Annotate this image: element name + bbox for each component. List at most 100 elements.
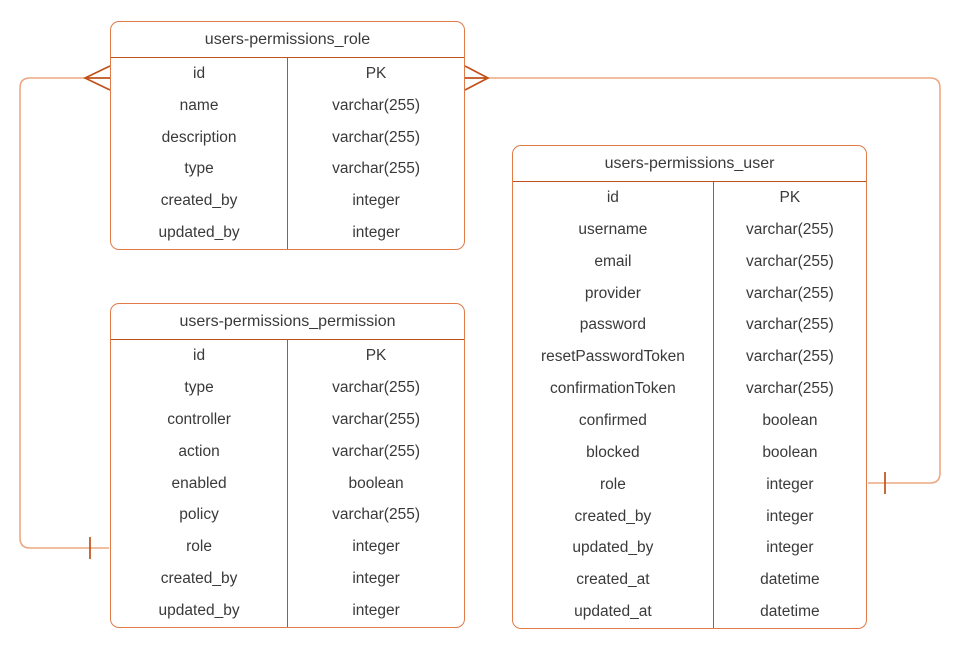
table-row[interactable]: id PK [111,340,464,372]
crow-foot-many-icon[interactable] [83,65,111,91]
table-row[interactable]: action varchar(255) [111,435,464,468]
field-type: varchar(255) [287,153,464,186]
field-name: username [578,220,648,238]
field-type: datetime [712,564,866,597]
field-name: role [599,475,626,493]
table-body: id PK name varchar(255) description varc… [111,58,464,249]
field-name: password [579,316,647,334]
table-row[interactable]: controller varchar(255) [111,403,464,436]
field-name: id [193,64,206,82]
field-name: name [179,96,219,114]
field-type: PK [712,182,866,214]
field-name: policy [179,506,219,524]
field-type: boolean [712,436,866,469]
field-name: enabled [171,474,227,492]
field-type: varchar(255) [712,341,866,374]
crow-foot-many-icon[interactable] [464,65,490,91]
table-title: users-permissions_role [111,22,464,58]
field-name: id [606,188,619,206]
relationship-role-permission-line[interactable] [19,77,109,549]
field-name: confirmed [578,411,647,429]
table-row[interactable]: enabled boolean [111,467,464,500]
field-name: type [184,160,214,178]
table-row[interactable]: username varchar(255) [513,213,866,246]
table-row[interactable]: role integer [513,468,866,501]
field-name: type [184,378,214,396]
table-row[interactable]: role integer [111,531,464,564]
field-type: datetime [712,596,866,629]
field-type: varchar(255) [712,277,866,310]
table-row[interactable]: password varchar(255) [513,309,866,342]
field-name: updated_by [572,539,654,557]
table-row[interactable]: email varchar(255) [513,245,866,278]
table-row[interactable]: confirmationToken varchar(255) [513,373,866,406]
field-type: varchar(255) [287,371,464,404]
field-name: controller [167,410,231,428]
field-name: created_by [574,507,652,525]
field-type: varchar(255) [287,499,464,532]
relationship-role-permission[interactable] [19,65,111,559]
entity-table-user[interactable]: users-permissions_user id PK username va… [512,145,867,629]
table-row[interactable]: updated_at datetime [513,596,866,629]
field-type: PK [287,340,464,372]
entity-table-role[interactable]: users-permissions_role id PK name varcha… [110,21,465,250]
table-title: users-permissions_user [513,146,866,182]
field-type: boolean [712,405,866,437]
table-body: id PK username varchar(255) email varcha… [513,182,866,629]
table-row[interactable]: created_by integer [111,185,464,218]
table-row[interactable]: confirmed boolean [513,405,866,437]
table-row[interactable]: updated_by integer [513,532,866,565]
field-type: PK [287,58,464,90]
table-row[interactable]: type varchar(255) [111,371,464,404]
field-type: varchar(255) [287,89,464,122]
field-type: integer [712,500,866,533]
table-row[interactable]: id PK [513,182,866,214]
table-title: users-permissions_permission [111,304,464,340]
table-row[interactable]: blocked boolean [513,436,866,469]
table-body: id PK type varchar(255) controller varch… [111,340,464,628]
field-type: varchar(255) [287,121,464,154]
field-name: blocked [586,443,640,461]
relationship-role-user-line[interactable] [488,77,941,484]
table-row[interactable]: created_by integer [111,563,464,596]
table-row[interactable]: id PK [111,58,464,90]
field-type: varchar(255) [712,373,866,406]
field-type: boolean [287,467,464,500]
table-row[interactable]: updated_by integer [111,595,464,628]
field-name: role [186,538,212,556]
field-name: created_at [576,571,650,589]
table-row[interactable]: name varchar(255) [111,89,464,122]
field-type: varchar(255) [712,213,866,246]
field-name: description [161,128,237,146]
table-row[interactable]: created_at datetime [513,564,866,597]
field-type: integer [287,563,464,596]
table-row[interactable]: provider varchar(255) [513,277,866,310]
field-type: integer [287,185,464,218]
field-type: varchar(255) [287,403,464,436]
relationship-role-user[interactable] [464,65,941,494]
field-type: varchar(255) [287,435,464,468]
field-name: updated_by [158,602,240,620]
field-name: updated_by [158,224,240,242]
field-type: varchar(255) [712,309,866,342]
table-row[interactable]: type varchar(255) [111,153,464,186]
field-name: id [193,346,206,364]
field-name: action [178,442,220,460]
table-row[interactable]: updated_by integer [111,217,464,249]
entity-table-permission[interactable]: users-permissions_permission id PK type … [110,303,465,628]
field-type: integer [287,531,464,564]
field-type: integer [287,595,464,628]
table-row[interactable]: created_by integer [513,500,866,533]
field-name: updated_at [574,603,652,621]
table-row[interactable]: policy varchar(255) [111,499,464,532]
field-name: created_by [160,570,238,588]
field-name: resetPasswordToken [540,348,685,366]
field-name: email [594,252,632,270]
table-row[interactable]: resetPasswordToken varchar(255) [513,341,866,374]
field-name: created_by [160,192,238,210]
table-row[interactable]: description varchar(255) [111,121,464,154]
field-name: provider [584,284,641,302]
field-type: integer [287,217,464,249]
